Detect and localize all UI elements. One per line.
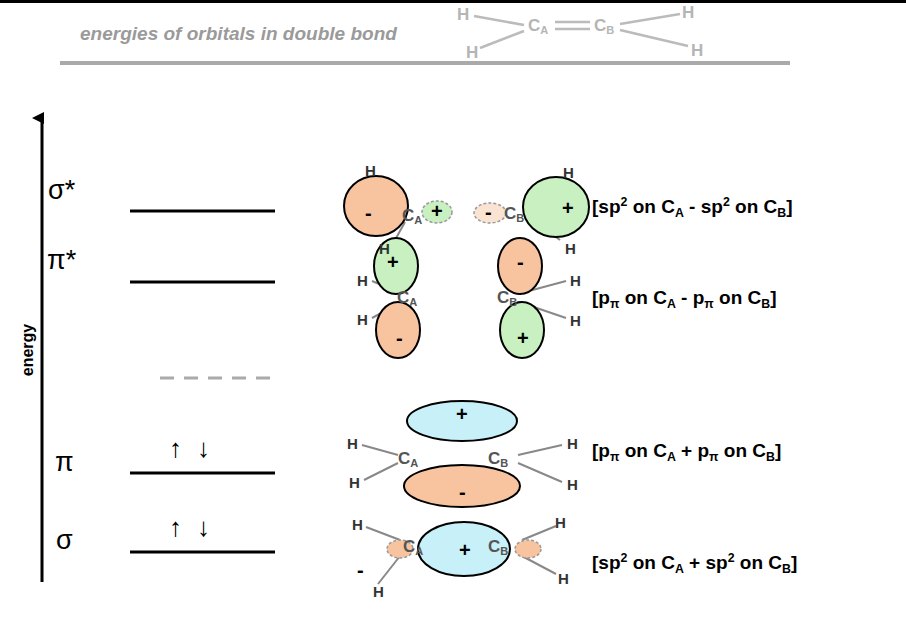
hydrogen-label: H [347, 436, 358, 451]
carbon-label: CA [398, 450, 418, 467]
phase-sign: - [357, 560, 364, 580]
phase-sign: + [459, 540, 471, 560]
carbon-label: CB [497, 289, 517, 306]
header-atom-label: CA [528, 17, 548, 34]
hydrogen-label: H [558, 571, 569, 586]
carbon-label: CA [403, 538, 423, 555]
header-atom-label: H [466, 44, 478, 61]
hydrogen-label: H [365, 163, 376, 178]
phase-sign: + [562, 198, 574, 218]
diagram-title: energies of orbitals in double bond [80, 24, 397, 43]
hydrogen-label: H [567, 436, 578, 451]
orbital-description: [sp2 on CA - sp2 on CB] [592, 197, 793, 216]
hydrogen-label: H [373, 584, 384, 599]
header-atom-label: H [457, 6, 469, 23]
hydrogen-label: H [349, 475, 360, 490]
carbon-label: CB [488, 538, 508, 555]
hydrogen-label: H [352, 517, 363, 532]
header-atom-label: H [691, 42, 703, 59]
hydrogen-label: H [570, 313, 581, 328]
phase-sign: - [485, 202, 492, 222]
orbital-description: [pπ on CA - pπ on CB] [592, 288, 777, 307]
electron-spin-arrow: ↑ [169, 514, 182, 540]
phase-sign: + [456, 404, 468, 424]
electron-spin-arrow: ↑ [169, 435, 182, 461]
phase-sign: - [396, 328, 403, 348]
orbital-symbol: π [55, 449, 74, 476]
header-atom-label: CB [594, 17, 614, 34]
orbital-symbol: σ [56, 527, 73, 554]
phase-sign: + [517, 328, 529, 348]
carbon-label: CB [504, 205, 524, 222]
header-atom-label: H [682, 4, 694, 21]
phase-sign: - [517, 252, 524, 272]
hydrogen-label: H [357, 273, 368, 288]
hydrogen-label: H [567, 477, 578, 492]
carbon-label: CA [397, 289, 417, 306]
orbital-description: [pπ on CA + pπ on CB] [592, 441, 781, 460]
phase-sign: + [387, 252, 399, 272]
orbital-description: [sp2 on CA + sp2 on CB] [592, 553, 797, 572]
hydrogen-label: H [555, 515, 566, 530]
hydrogen-label: H [357, 312, 368, 327]
phase-sign: + [431, 201, 443, 221]
carbon-label: CB [488, 450, 508, 467]
phase-sign: - [365, 203, 372, 223]
axis-label: energy [20, 324, 36, 377]
carbon-label: CA [402, 207, 422, 224]
orbital-symbol: π* [47, 247, 76, 274]
hydrogen-label: H [565, 241, 576, 256]
hydrogen-label: H [563, 165, 574, 180]
hydrogen-label: H [570, 273, 581, 288]
electron-spin-arrow: ↓ [197, 435, 210, 461]
orbital-symbol: σ* [48, 177, 75, 204]
electron-spin-arrow: ↓ [197, 514, 210, 540]
phase-sign: - [459, 482, 466, 502]
